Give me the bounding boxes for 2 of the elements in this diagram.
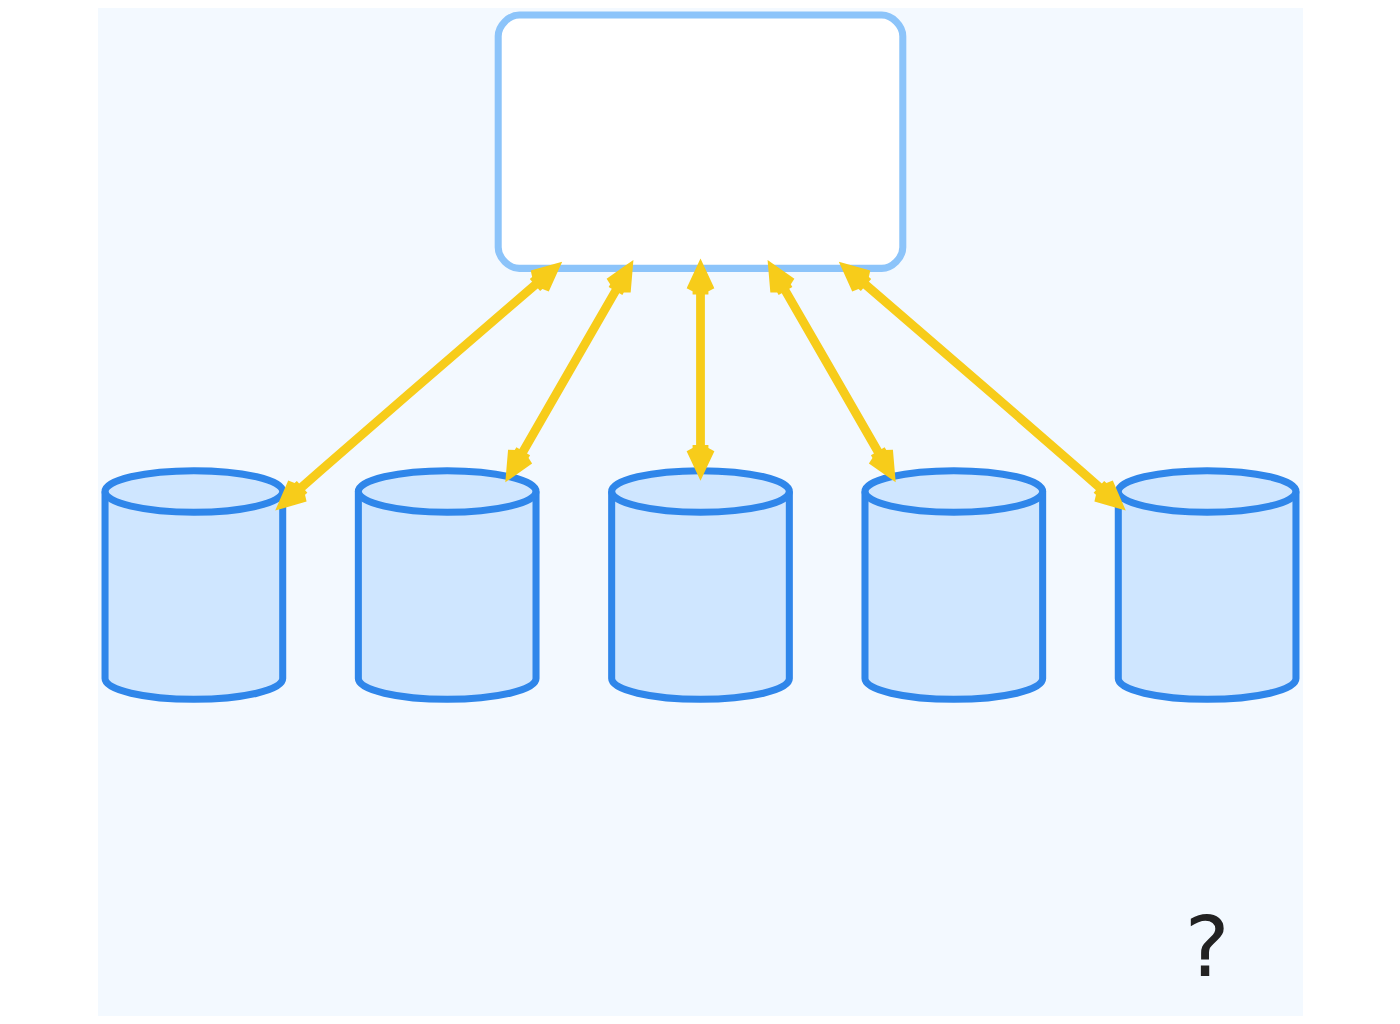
label: ?: [1184, 898, 1230, 997]
node-box: [494, 11, 906, 272]
